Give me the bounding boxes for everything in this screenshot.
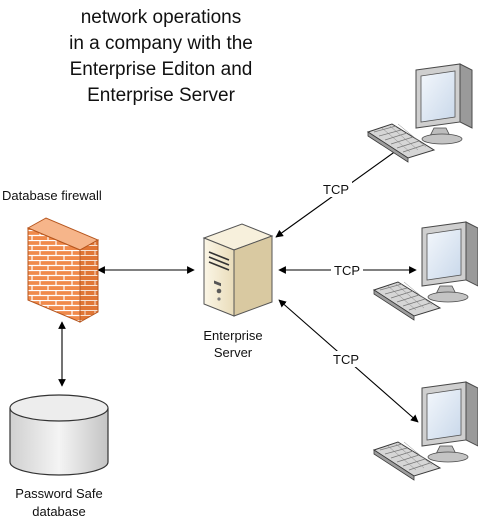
tcp-labels: TCP TCP TCP — [320, 181, 363, 367]
enterprise-server: Enterprise Server — [202, 223, 274, 360]
tcp-label-3: TCP — [333, 352, 359, 367]
server-label-line-1: Enterprise — [203, 328, 262, 343]
tcp-label-1: TCP — [323, 182, 349, 197]
tcp-label-2: TCP — [334, 263, 360, 278]
brick-firewall-icon — [26, 217, 100, 323]
tower-server-icon — [202, 223, 274, 317]
title-line-4: Enterprise Server — [87, 85, 236, 106]
desktop-computer-icon — [373, 221, 478, 321]
diagram-title: network operations in a company with the… — [69, 7, 253, 106]
database-firewall: Database firewall — [2, 188, 102, 323]
password-safe-database: Password Safe database — [9, 394, 109, 519]
desktop-computer-icon — [367, 63, 473, 163]
database-label-line-2: database — [32, 504, 86, 519]
server-label-line-2: Server — [214, 345, 253, 360]
title-line-3: Enterprise Editon and — [70, 59, 253, 80]
firewall-label: Database firewall — [2, 188, 102, 203]
title-line-2: in a company with the — [69, 33, 253, 54]
title-line-1: network operations — [81, 7, 242, 28]
database-label-line-1: Password Safe — [15, 486, 102, 501]
database-cylinder-icon — [9, 394, 109, 476]
